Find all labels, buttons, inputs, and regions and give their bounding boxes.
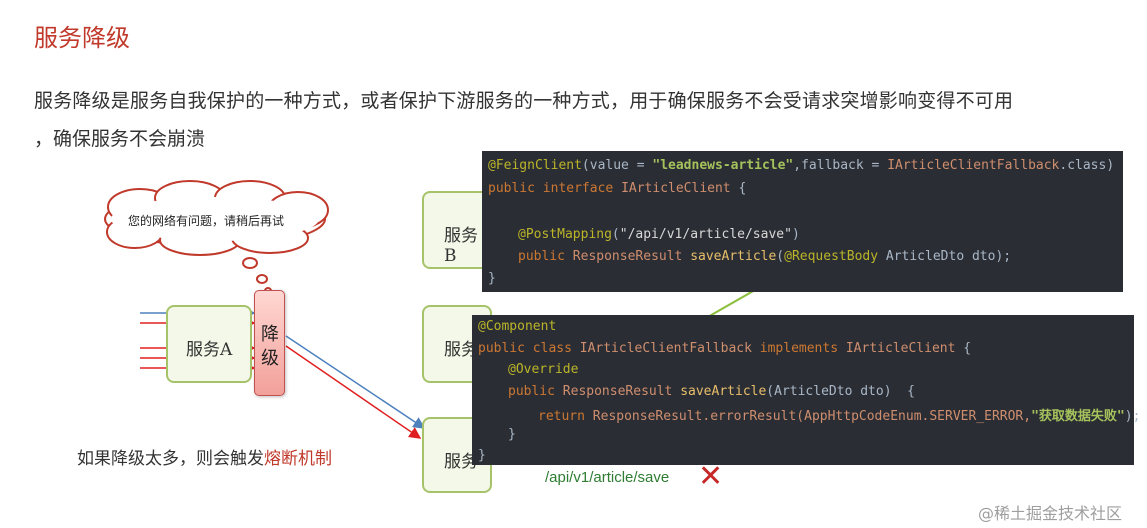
page-title: 服务降级 — [34, 24, 130, 52]
code2-line-5: return ResponseResult.errorResult(AppHtt… — [538, 405, 1140, 424]
code-token: IArticleClient — [621, 181, 731, 196]
degrade-box: 降级 — [254, 290, 285, 396]
code-token: (value = — [581, 158, 653, 173]
code-token: public class — [478, 341, 580, 356]
api-path-label: /api/v1/article/save — [545, 469, 670, 486]
code2-line-3: @Override — [508, 362, 578, 377]
service-b-box-top: 服务B — [422, 191, 492, 269]
code-token: saveArticle — [690, 249, 777, 264]
close-icon: ✕ — [698, 459, 724, 494]
code1-line-1: @FeignClient(value = "leadnews-article",… — [488, 158, 1114, 173]
code-token: @PostMapping — [518, 227, 612, 242]
code-token: ResponseResult — [572, 249, 691, 264]
code-token: public interface — [488, 181, 622, 196]
service-a-box: 服务A — [166, 305, 252, 383]
code-token: ( — [776, 249, 785, 264]
code-token: return — [538, 409, 593, 424]
code-token: ) — [791, 227, 800, 242]
code1-line-2: public interface IArticleClient { — [488, 181, 746, 196]
code-token: @RequestBody — [784, 249, 879, 264]
code-token: "获取数据失败" — [1031, 409, 1125, 424]
code1-line-5: public ResponseResult saveArticle(@Reque… — [518, 249, 1011, 264]
service-b-label-bottom: 服务 — [444, 452, 478, 472]
code-token: public — [508, 384, 563, 399]
code-token: @Component — [478, 319, 557, 334]
breaker-link: 熔断机制 — [264, 449, 332, 469]
code-token: { — [730, 181, 747, 196]
code-block-fallback-class: @Component public class IArticleClientFa… — [472, 315, 1140, 465]
code-token: "leadnews-article" — [652, 158, 794, 173]
degrade-label: 降级 — [261, 324, 279, 369]
code2-line-7: } — [478, 448, 486, 463]
code-token: IArticleClient — [845, 341, 956, 356]
code-token: ResponseResult — [562, 384, 681, 399]
code2-line-2: public class IArticleClientFallback impl… — [478, 341, 971, 356]
code-token: { — [955, 341, 972, 356]
intro-text-line-2: ，确保服务不会崩溃 — [34, 128, 206, 150]
code-token: saveArticle — [680, 384, 767, 399]
intro-text-line-1: 服务降级是服务自我保护的一种方式，或者保护下游服务的一种方式，用于确保服务不会受… — [34, 90, 1014, 112]
code1-line-4: @PostMapping("/api/v1/article/save") — [518, 227, 800, 242]
code2-line-1: @Component — [478, 319, 556, 334]
code-token: ResponseResult.errorResult(AppHttpCodeEn… — [592, 409, 1032, 424]
breaker-prefix: 如果降级太多，则会触发 — [77, 449, 264, 469]
code2-line-4: public ResponseResult saveArticle(Articl… — [508, 384, 915, 399]
code-token: ( — [611, 227, 620, 242]
code-block-feign-client: @FeignClient(value = "leadnews-article",… — [482, 151, 1123, 292]
code-token: ArticleDto dto); — [878, 249, 1012, 264]
code-token: IArticleClientFallback — [579, 341, 752, 356]
breaker-note: 如果降级太多，则会触发熔断机制 — [77, 444, 332, 469]
watermark: @稀土掘金技术社区 — [978, 504, 1123, 523]
code-token: public — [518, 249, 573, 264]
code-token: ); — [1124, 409, 1141, 424]
code-token: (ArticleDto dto) { — [766, 384, 916, 399]
code-token: @FeignClient — [488, 158, 582, 173]
service-a-label: 服务A — [186, 340, 233, 360]
code1-line-6: } — [488, 271, 496, 286]
service-b-label-top: 服务B — [444, 226, 478, 266]
service-b-label-middle: 服务 — [444, 340, 478, 360]
cloud-message: 您的网络有问题，请稍后再试 — [128, 214, 285, 228]
code2-line-6: } — [508, 427, 516, 442]
code-token: "/api/v1/article/save" — [619, 227, 792, 242]
code-token: @Override — [508, 362, 579, 377]
code-token: IArticleClientFallback — [887, 158, 1060, 173]
code-token: implements — [751, 341, 846, 356]
code-token: ,fallback = — [793, 158, 888, 173]
code-token: .class) — [1059, 158, 1115, 173]
